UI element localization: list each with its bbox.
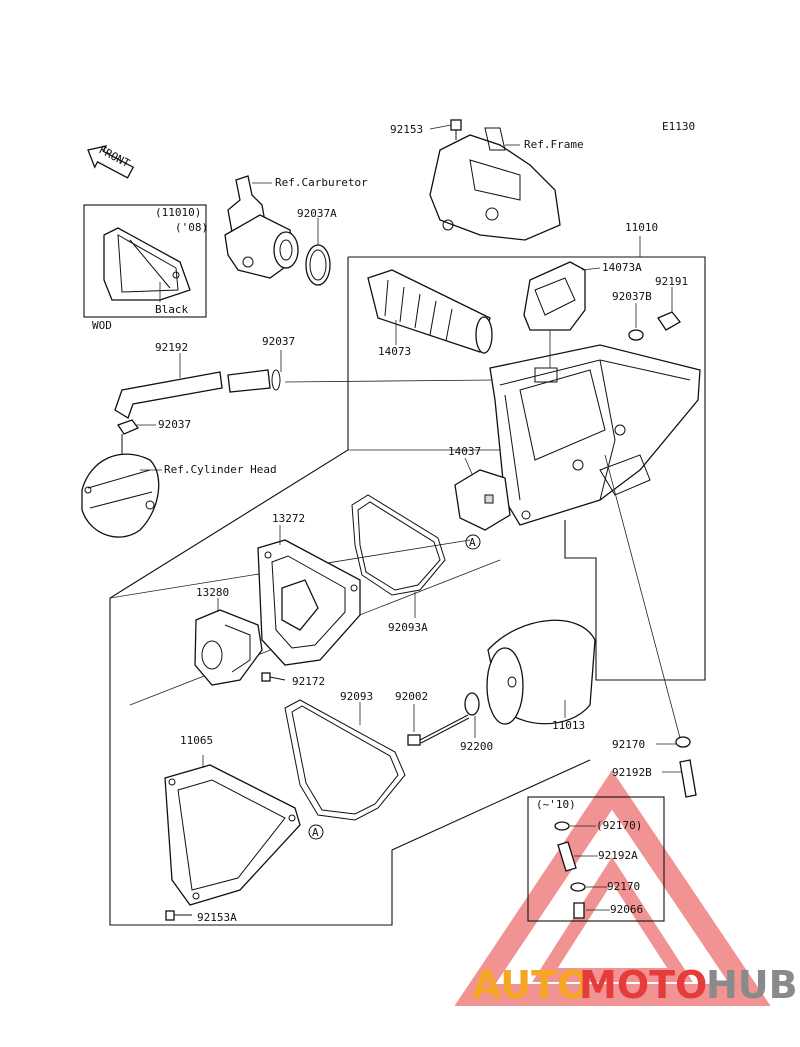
label-92170: 92170 (612, 738, 645, 751)
label-92093A: 92093A (388, 621, 428, 634)
watermark-hub: HUB (706, 963, 798, 1007)
label-14073A: 14073A (602, 261, 642, 274)
label-92093: 92093 (340, 690, 373, 703)
clamp-92037-lower (116, 419, 140, 435)
air-cleaner-housing (489, 344, 701, 526)
label-92192B: 92192B (612, 766, 652, 779)
diagram-code: E1130 (662, 120, 695, 133)
callout-a-lower: A (308, 824, 324, 840)
screw-92153A (165, 910, 192, 921)
clamp-92037B (628, 329, 644, 341)
part-13280 (194, 609, 263, 686)
carburetor-part (224, 175, 299, 279)
watermark-logo: AUTO MOTO HUB (472, 963, 798, 1007)
label-13272: 13272 (272, 512, 305, 525)
label-92200: 92200 (460, 740, 493, 753)
inset-box-10 (527, 796, 665, 922)
inset-label-92170-paren: (92170) (596, 819, 642, 832)
clamp-92170 (675, 736, 691, 748)
label-92037B: 92037B (612, 290, 652, 303)
gasket-92093A (351, 494, 446, 596)
cover-11065 (164, 764, 301, 906)
label-92037-a: 92037 (262, 335, 295, 348)
tube-92191 (657, 311, 681, 331)
label-92191: 92191 (655, 275, 688, 288)
label-92172: 92172 (292, 675, 325, 688)
callout-a-upper: A (465, 534, 481, 550)
svg-text:A: A (469, 536, 476, 549)
inset-label-92192A: 92192A (598, 849, 638, 862)
inset-wod-box (83, 204, 207, 318)
frame-part (429, 127, 561, 241)
label-11065: 11065 (180, 734, 213, 747)
watermark-moto: MOTO (579, 963, 707, 1007)
label-black: Black (155, 303, 188, 316)
inset-label-92066: 92066 (610, 903, 643, 916)
label-13280: 13280 (196, 586, 229, 599)
label-92037-b: 92037 (158, 418, 191, 431)
hose-92192 (114, 369, 281, 419)
bolt-icon (450, 119, 462, 140)
frame-13272 (257, 539, 361, 666)
label-92192: 92192 (155, 341, 188, 354)
label-ref-frame: Ref.Frame (524, 138, 584, 151)
cover-14037 (454, 469, 511, 531)
filter-11013 (486, 619, 596, 725)
cylinder-head-part (81, 434, 160, 538)
screw-92172 (261, 672, 286, 682)
label-ref-cylinder-head: Ref.Cylinder Head (164, 463, 277, 476)
tube-92192B (679, 759, 697, 798)
label-wod: WOD (92, 319, 112, 332)
svg-text:A: A (312, 826, 319, 839)
front-arrow-icon (87, 145, 135, 179)
label-ref-carburetor: Ref.Carburetor (275, 176, 368, 189)
watermark-auto: AUTO (472, 963, 589, 1007)
gasket-92093 (284, 699, 406, 821)
label-11010: 11010 (625, 221, 658, 234)
label-92153-top: 92153 (390, 123, 423, 136)
label-92037A: 92037A (297, 207, 337, 220)
washer-92200 (464, 692, 480, 716)
label-92002: 92002 (395, 690, 428, 703)
clamp-icon (305, 244, 331, 286)
inset-header: (~'10) (536, 798, 576, 811)
label-11013: 11013 (552, 719, 585, 732)
frame-outline-upper (348, 256, 706, 681)
intake-tube-14073 (367, 269, 493, 354)
label-08: ('08) (175, 221, 208, 234)
label-14037: 14037 (448, 445, 481, 458)
label-11010-inset: (11010) (155, 206, 201, 219)
watermark-triangle (454, 770, 771, 1006)
inset-label-92170: 92170 (607, 880, 640, 893)
duct-part-14073A (523, 261, 586, 331)
bolt-92002 (407, 714, 470, 746)
label-14073: 14073 (378, 345, 411, 358)
label-92153A: 92153A (197, 911, 237, 924)
